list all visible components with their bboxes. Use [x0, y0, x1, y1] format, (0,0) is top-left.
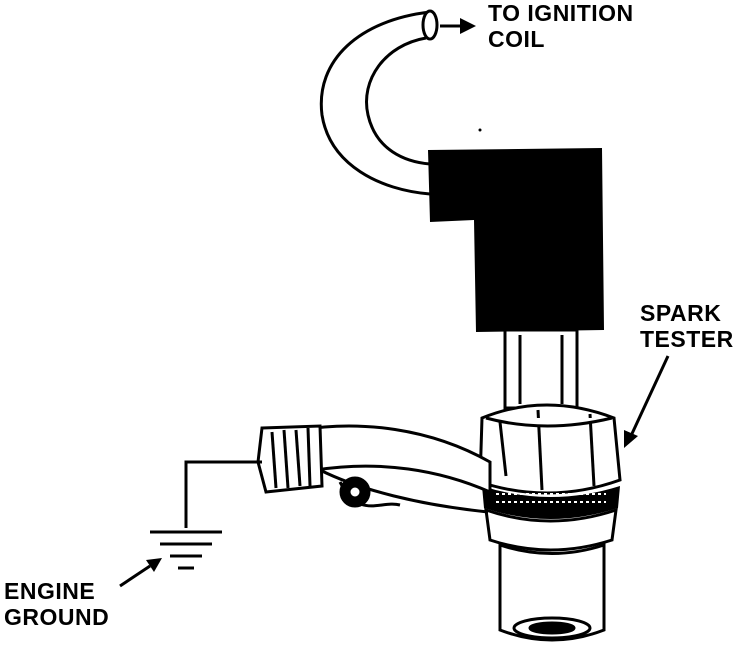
label-spark-tester: SPARK TESTER [640, 300, 734, 352]
stray-dot [478, 128, 482, 132]
label-to-ignition-coil-line2: COIL [488, 26, 545, 52]
tester-shell [484, 507, 618, 642]
ground-symbol [150, 530, 222, 570]
label-to-ignition-coil: TO IGNITION COIL [488, 0, 634, 52]
label-engine-ground-line1: ENGINE [4, 578, 96, 604]
spark-plug-boot [428, 148, 604, 332]
ignition-lead-wire [319, 9, 439, 196]
arrow-to-engine-ground [119, 558, 162, 588]
tester-hex-nut [478, 403, 622, 495]
tester-knurled-band [482, 486, 620, 519]
arrow-to-ignition-coil [440, 18, 476, 34]
arrow-to-spark-tester [624, 355, 670, 448]
label-spark-tester-line1: SPARK [640, 300, 722, 326]
label-to-ignition-coil-line1: TO IGNITION [488, 0, 634, 26]
ground-wire [184, 460, 262, 528]
label-spark-tester-line2: TESTER [640, 326, 734, 352]
alligator-clip [256, 424, 492, 514]
label-engine-ground: ENGINE GROUND [4, 578, 109, 630]
tester-insulator [503, 328, 579, 410]
label-engine-ground-line2: GROUND [4, 604, 110, 630]
